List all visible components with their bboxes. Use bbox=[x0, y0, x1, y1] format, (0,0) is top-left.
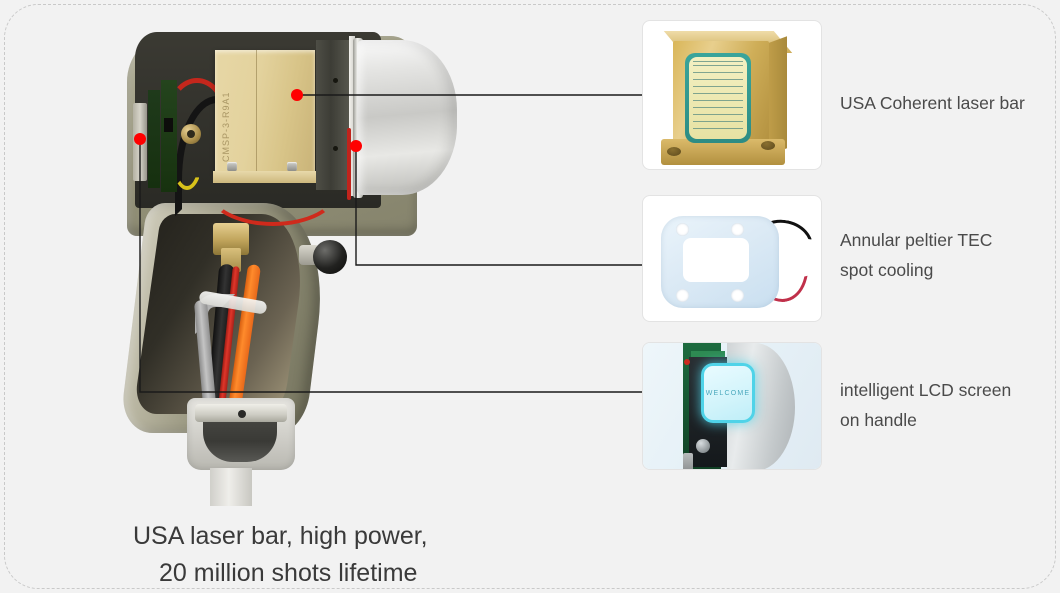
gold-module-foot bbox=[213, 171, 317, 183]
base-clamp-screw bbox=[238, 410, 246, 418]
thumbnail-peltier-tec bbox=[642, 195, 822, 322]
caption-line-2: 20 million shots lifetime bbox=[159, 559, 418, 587]
module-screw-left bbox=[227, 162, 237, 171]
thumbnail-laser-bar bbox=[642, 20, 822, 170]
lcd-indicator-led bbox=[684, 359, 690, 365]
module-screw-right bbox=[287, 162, 297, 171]
callout-label-peltier-tec: Annular peltier TEC spot cooling bbox=[840, 230, 993, 280]
laser-bar-emitter-window bbox=[689, 57, 747, 139]
pcb-board-2 bbox=[161, 80, 177, 192]
gold-module-seam bbox=[256, 50, 257, 175]
tec-mount-hole-1 bbox=[676, 223, 689, 236]
thumbnail-lcd-screen: WELCOME bbox=[642, 342, 822, 470]
pcb-board-1 bbox=[148, 90, 160, 188]
red-wire-vertical bbox=[347, 128, 351, 200]
lcd-knob bbox=[696, 439, 710, 453]
caption-line-1: USA laser bar, high power, bbox=[133, 522, 428, 550]
brass-bushing bbox=[181, 124, 201, 144]
module-engraving: CMSP-3-R9A1 bbox=[221, 91, 231, 162]
laser-bar-mount-hole-right bbox=[761, 141, 775, 150]
heatsink-block bbox=[316, 40, 349, 190]
connector-plate bbox=[133, 103, 147, 181]
lcd-display: WELCOME bbox=[701, 363, 755, 423]
laser-bar-mount-hole-left bbox=[667, 147, 681, 156]
lcd-clip bbox=[683, 453, 693, 469]
base-stem bbox=[210, 468, 252, 506]
lcd-screen-image: WELCOME bbox=[643, 343, 821, 469]
tec-plate-image bbox=[643, 196, 821, 321]
red-wire-upper bbox=[168, 78, 226, 112]
heatsink-strip bbox=[349, 36, 355, 196]
bottom-caption: USA laser bar, high power, 20 million sh… bbox=[133, 481, 428, 593]
product-photo: CMSP-3-R9A1 bbox=[95, 18, 475, 506]
callout-label-laser-bar: USA Coherent laser bar bbox=[840, 93, 1025, 113]
laser-bar-image bbox=[643, 21, 821, 169]
silver-nose-cone bbox=[357, 40, 457, 195]
tec-center-aperture bbox=[683, 238, 749, 282]
pcb-chip bbox=[164, 118, 173, 132]
tec-mount-hole-4 bbox=[731, 289, 744, 302]
heatsink-bolt-bottom bbox=[333, 146, 338, 151]
lcd-pcb-header bbox=[691, 351, 725, 361]
heatsink-bolt-top bbox=[333, 78, 338, 83]
lcd-welcome-text: WELCOME bbox=[705, 389, 751, 397]
callout-label-lcd-screen: intelligent LCD screen on handle bbox=[840, 380, 1012, 430]
tec-mount-hole-3 bbox=[676, 289, 689, 302]
tec-mount-hole-2 bbox=[731, 223, 744, 236]
rubber-knob bbox=[313, 240, 347, 274]
